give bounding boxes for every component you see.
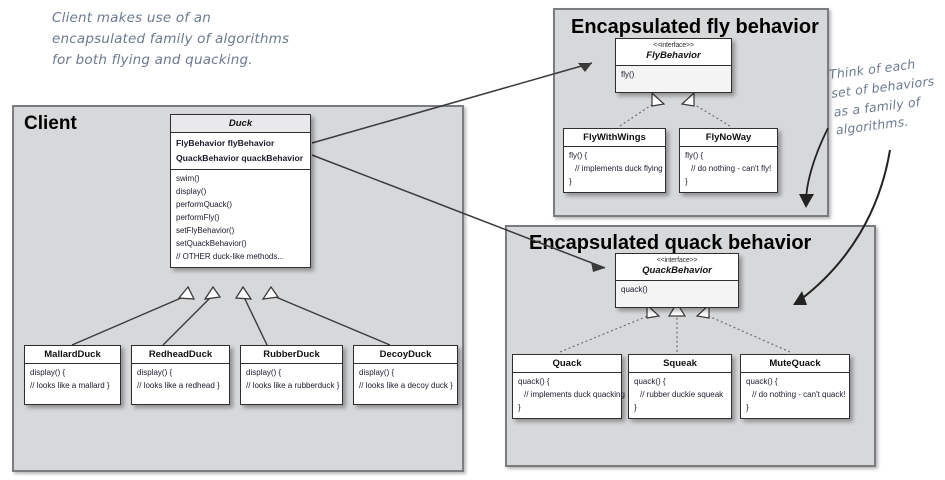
class-body: display() { // looks like a rubberduck } <box>241 363 342 404</box>
interface-name: FlyBehavior <box>646 50 701 62</box>
quack-class-box: Quack quack() { // implements duck quack… <box>512 354 625 420</box>
class-body: display() { // looks like a decoy duck } <box>354 363 457 404</box>
class-name: MallardDuck <box>44 349 101 360</box>
class-body-line: // do nothing - can't fly! <box>691 164 772 174</box>
duck-method: display() <box>176 187 207 197</box>
duck-method: setQuackBehavior() <box>176 239 247 249</box>
class-body-line: // looks like a mallard } <box>30 381 110 391</box>
class-body-line: // implements duck quacking <box>524 390 625 400</box>
class-body-line: // looks like a redhead } <box>137 381 220 391</box>
client-panel-title: Client <box>24 113 77 134</box>
class-body-line: quack() { <box>634 377 666 387</box>
behaviors-handwritten-note: Think of each set of behaviors as a fami… <box>828 56 936 138</box>
class-name: RubberDuck <box>263 349 320 360</box>
class-body: fly() { // implements duck flying } <box>564 146 665 192</box>
flybehavior-name: <<interface>> FlyBehavior <box>616 39 731 65</box>
class-body-line: // looks like a decoy duck } <box>359 381 453 391</box>
client-handwritten-note: Client makes use of an encapsulated fami… <box>52 10 290 68</box>
class-body: quack() { // rubber duckie squeak } <box>629 372 731 418</box>
duck-method: performFly() <box>176 213 220 223</box>
interface-method: fly() <box>621 69 635 79</box>
duck-field: QuackBehavior quackBehavior <box>176 153 304 164</box>
class-body-line: } <box>746 403 749 413</box>
class-body-line: display() { <box>137 368 173 378</box>
fly-panel-title: Encapsulated fly behavior <box>571 16 819 38</box>
flywithwings-class-box: FlyWithWings fly() { // implements duck … <box>563 128 666 194</box>
squeak-class-box: Squeak quack() { // rubber duckie squeak… <box>628 354 732 420</box>
redheadduck-class-box: RedheadDuck display() { // looks like a … <box>131 345 230 406</box>
flybehavior-methods: fly() <box>616 64 731 92</box>
class-name: MuteQuack <box>769 358 821 369</box>
class-name: FlyWithWings <box>583 132 646 143</box>
class-name: Quack <box>552 358 582 369</box>
interface-stereotype: <<interface>> <box>653 42 694 49</box>
quackbehavior-name: <<interface>> QuackBehavior <box>616 254 738 280</box>
class-body-line: quack() { <box>518 377 550 387</box>
class-body: display() { // looks like a mallard } <box>25 363 120 404</box>
class-name: DecoyDuck <box>379 349 432 360</box>
class-body-line: fly() { <box>685 151 704 161</box>
duck-class-name: Duck <box>171 115 310 133</box>
duck-method: performQuack() <box>176 200 233 210</box>
class-body-line: display() { <box>30 368 66 378</box>
duck-class-box: Duck FlyBehavior flyBehavior QuackBehavi… <box>170 114 311 269</box>
class-body-line: display() { <box>246 368 282 378</box>
duck-fields: FlyBehavior flyBehavior QuackBehavior qu… <box>171 132 310 169</box>
class-name: FlyNoWay <box>705 132 752 143</box>
decoyduck-class-box: DecoyDuck display() { // looks like a de… <box>353 345 458 406</box>
class-body-line: } <box>518 403 521 413</box>
duck-field: FlyBehavior flyBehavior <box>176 138 275 149</box>
class-body-line: // looks like a rubberduck } <box>246 381 340 391</box>
class-body-line: fly() { <box>569 151 588 161</box>
class-body: display() { // looks like a redhead } <box>132 363 229 404</box>
quack-panel-title: Encapsulated quack behavior <box>529 232 812 254</box>
mallardduck-class-box: MallardDuck display() { // looks like a … <box>24 345 121 406</box>
class-body: fly() { // do nothing - can't fly! } <box>680 146 777 192</box>
interface-method: quack() <box>621 284 648 294</box>
class-name: RedheadDuck <box>148 349 213 360</box>
flynoway-class-box: FlyNoWay fly() { // do nothing - can't f… <box>679 128 778 194</box>
quackbehavior-interface-box: <<interface>> QuackBehavior quack() <box>615 253 739 308</box>
interface-name: QuackBehavior <box>642 265 712 277</box>
class-body-line: // rubber duckie squeak <box>640 390 724 400</box>
class-body-line: quack() { <box>746 377 778 387</box>
class-body-line: // implements duck flying <box>575 164 663 174</box>
quackbehavior-methods: quack() <box>616 279 738 307</box>
duck-method: swim() <box>176 174 200 184</box>
class-body-line: } <box>685 177 688 187</box>
interface-stereotype: <<interface>> <box>656 257 698 264</box>
duck-method: setFlyBehavior() <box>176 226 235 236</box>
class-body-line: } <box>569 177 572 187</box>
class-name: Squeak <box>663 358 697 369</box>
class-body-line: display() { <box>359 368 395 378</box>
class-body-line: } <box>634 403 637 413</box>
class-body: quack() { // implements duck quacking } <box>513 372 625 418</box>
duck-method: // OTHER duck-like methods... <box>176 252 285 262</box>
flybehavior-interface-box: <<interface>> FlyBehavior fly() <box>615 38 732 93</box>
rubberduck-class-box: RubberDuck display() { // looks like a r… <box>240 345 343 406</box>
mutequack-class-box: MuteQuack quack() { // do nothing - can'… <box>740 354 850 420</box>
class-body-line: // do nothing - can't quack! <box>752 390 846 400</box>
class-body: quack() { // do nothing - can't quack! } <box>741 372 849 418</box>
duck-methods: swim() display() performQuack() performF… <box>171 169 310 267</box>
